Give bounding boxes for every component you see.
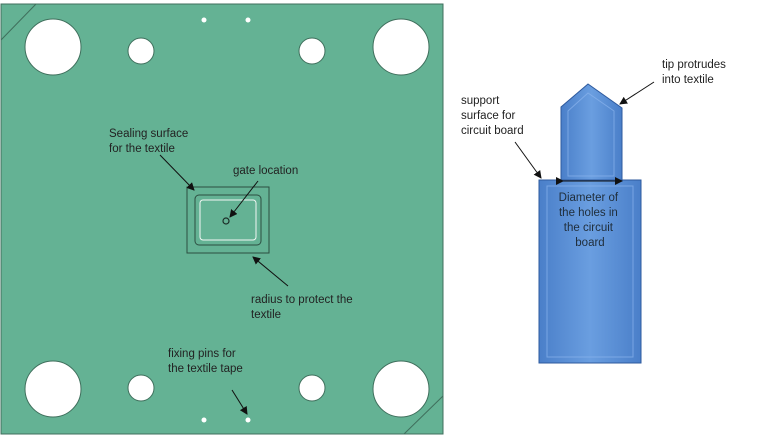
pin-hole-top-right (245, 17, 251, 23)
arrow-icon (229, 180, 259, 218)
plate-corner-bottom-right (403, 395, 444, 435)
large-hole-top-right (372, 18, 430, 76)
pin-hole-top-left (201, 17, 207, 23)
arrow-icon (159, 154, 195, 191)
medium-hole-top-left (127, 37, 155, 65)
medium-hole-bottom-right (298, 374, 326, 402)
medium-hole-bottom-left (127, 374, 155, 402)
pin-body (538, 179, 642, 364)
arrow-icon (514, 141, 542, 179)
label-gate-location: gate location (233, 165, 298, 177)
arrow-icon (252, 256, 289, 287)
label-support-surface: support surface for circuit board (461, 95, 524, 137)
sealing-surface-inner (194, 194, 262, 246)
sealing-surface-outer (186, 186, 270, 254)
label-tip-protrudes: tip protrudes into textile (662, 59, 729, 86)
cavity-edge (199, 199, 257, 241)
arrow-icon (231, 389, 248, 415)
pin-body-inner-face (546, 185, 634, 358)
pin-tip-bevel (567, 92, 615, 177)
label-fixing-pins: fixing pins for the textile tape (168, 348, 243, 375)
large-hole-top-left (24, 18, 82, 76)
label-sealing-surface: Sealing surface for the textile (109, 128, 191, 155)
label-diameter: Diameter of the holes in the circuit boa… (559, 192, 622, 249)
pin-tip (560, 83, 623, 181)
plate-corner-top-left (0, 3, 37, 41)
large-hole-bottom-left (24, 360, 82, 418)
label-radius: radius to protect the textile (251, 294, 356, 321)
large-hole-bottom-right (372, 360, 430, 418)
medium-hole-top-right (298, 37, 326, 65)
arrows (159, 81, 655, 415)
mould-plate (0, 3, 444, 435)
gate-location-mark (222, 217, 230, 225)
pin-hole-bottom-right (245, 417, 251, 423)
pin-profile (538, 83, 642, 364)
arrow-icon (619, 81, 655, 105)
plate-body (0, 3, 444, 435)
pin-hole-bottom-left (201, 417, 207, 423)
